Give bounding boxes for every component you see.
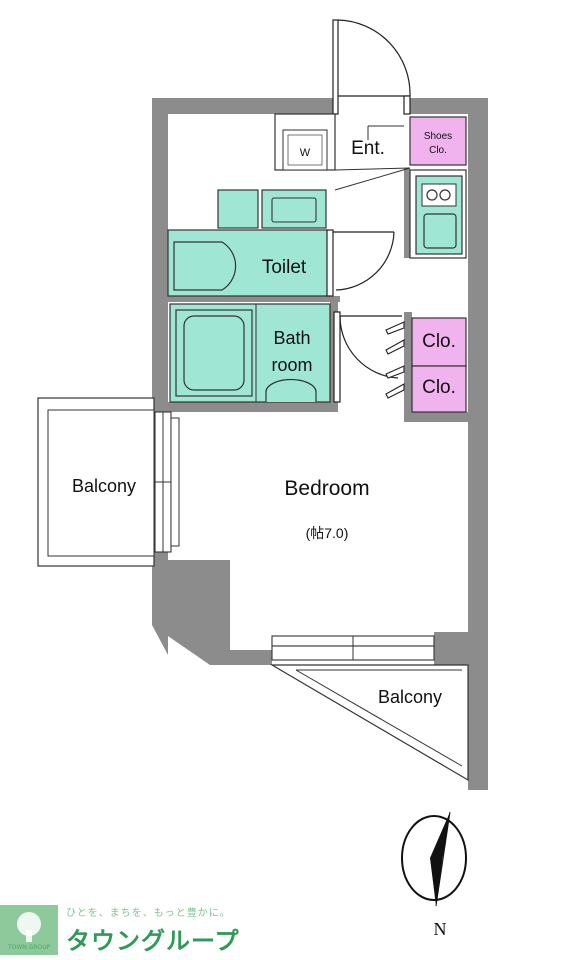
- balcony-south: Balcony: [269, 664, 469, 782]
- kitchen-sink: [423, 213, 457, 249]
- balcony-south-label: Balcony: [378, 687, 442, 707]
- toilet-label: Toilet: [262, 257, 307, 278]
- inner-wall-kitchen: [404, 168, 410, 258]
- company-small-label: TOWN GROUP: [8, 944, 51, 951]
- company-name: タウングループ: [66, 927, 240, 955]
- shoes-closet: Shoes Clo.: [409, 116, 467, 166]
- closet-lower-label: Clo.: [422, 377, 456, 398]
- bedroom-label: Bedroom: [284, 477, 369, 500]
- bedroom: Bedroom (帖7.0): [284, 477, 369, 541]
- inner-wall-bath-bottom: [168, 402, 338, 412]
- closets: Clo. Clo.: [411, 317, 467, 413]
- closet-upper-label: Clo.: [422, 331, 456, 352]
- bathroom: Bath room: [169, 303, 331, 403]
- south-window: [271, 635, 435, 661]
- inner-wall-closet-left: [404, 312, 412, 422]
- entrance-door: [332, 19, 411, 115]
- bath-door: [333, 311, 402, 403]
- company-logo-emblem: [0, 905, 58, 955]
- balcony-west: Balcony: [37, 397, 180, 567]
- stove-burner-right: [439, 189, 451, 201]
- inner-wall-toilet: [168, 296, 340, 302]
- compass-north-label: N: [434, 919, 447, 939]
- entrance-area: W Ent.: [274, 113, 411, 191]
- balcony-west-label: Balcony: [72, 476, 136, 496]
- south-wall-right: [434, 632, 468, 665]
- shoes-closet-label-1: Shoes: [424, 131, 452, 142]
- inner-wall-closet-bottom: [404, 412, 468, 422]
- north-wall-left: [152, 98, 333, 114]
- bedroom-size: (帖7.0): [306, 525, 349, 541]
- toilet-bowl: [173, 241, 237, 291]
- washer-label: W: [300, 147, 311, 159]
- east-wall: [468, 98, 488, 790]
- compass: N: [401, 811, 467, 939]
- company-tagline: ひとを、まちを、もっと豊かに。: [66, 908, 231, 919]
- kitchen: [409, 169, 467, 259]
- compass-needle-light: [435, 811, 451, 907]
- shoes-closet-label-2: Clo.: [429, 145, 447, 156]
- entrance-label: Ent.: [351, 138, 385, 159]
- closet-doors: [385, 321, 405, 399]
- bath-sink: [265, 378, 317, 402]
- toilet-area: Toilet: [167, 189, 395, 297]
- bath-label-2: room: [271, 355, 312, 375]
- toilet-door: [326, 229, 395, 297]
- compass-ring: [401, 815, 467, 901]
- compass-needle-dark: [430, 812, 450, 906]
- bath-label-1: Bath: [273, 328, 310, 348]
- stove-burner-left: [426, 189, 438, 201]
- bathtub: [183, 315, 245, 391]
- southwest-wall: [152, 560, 272, 665]
